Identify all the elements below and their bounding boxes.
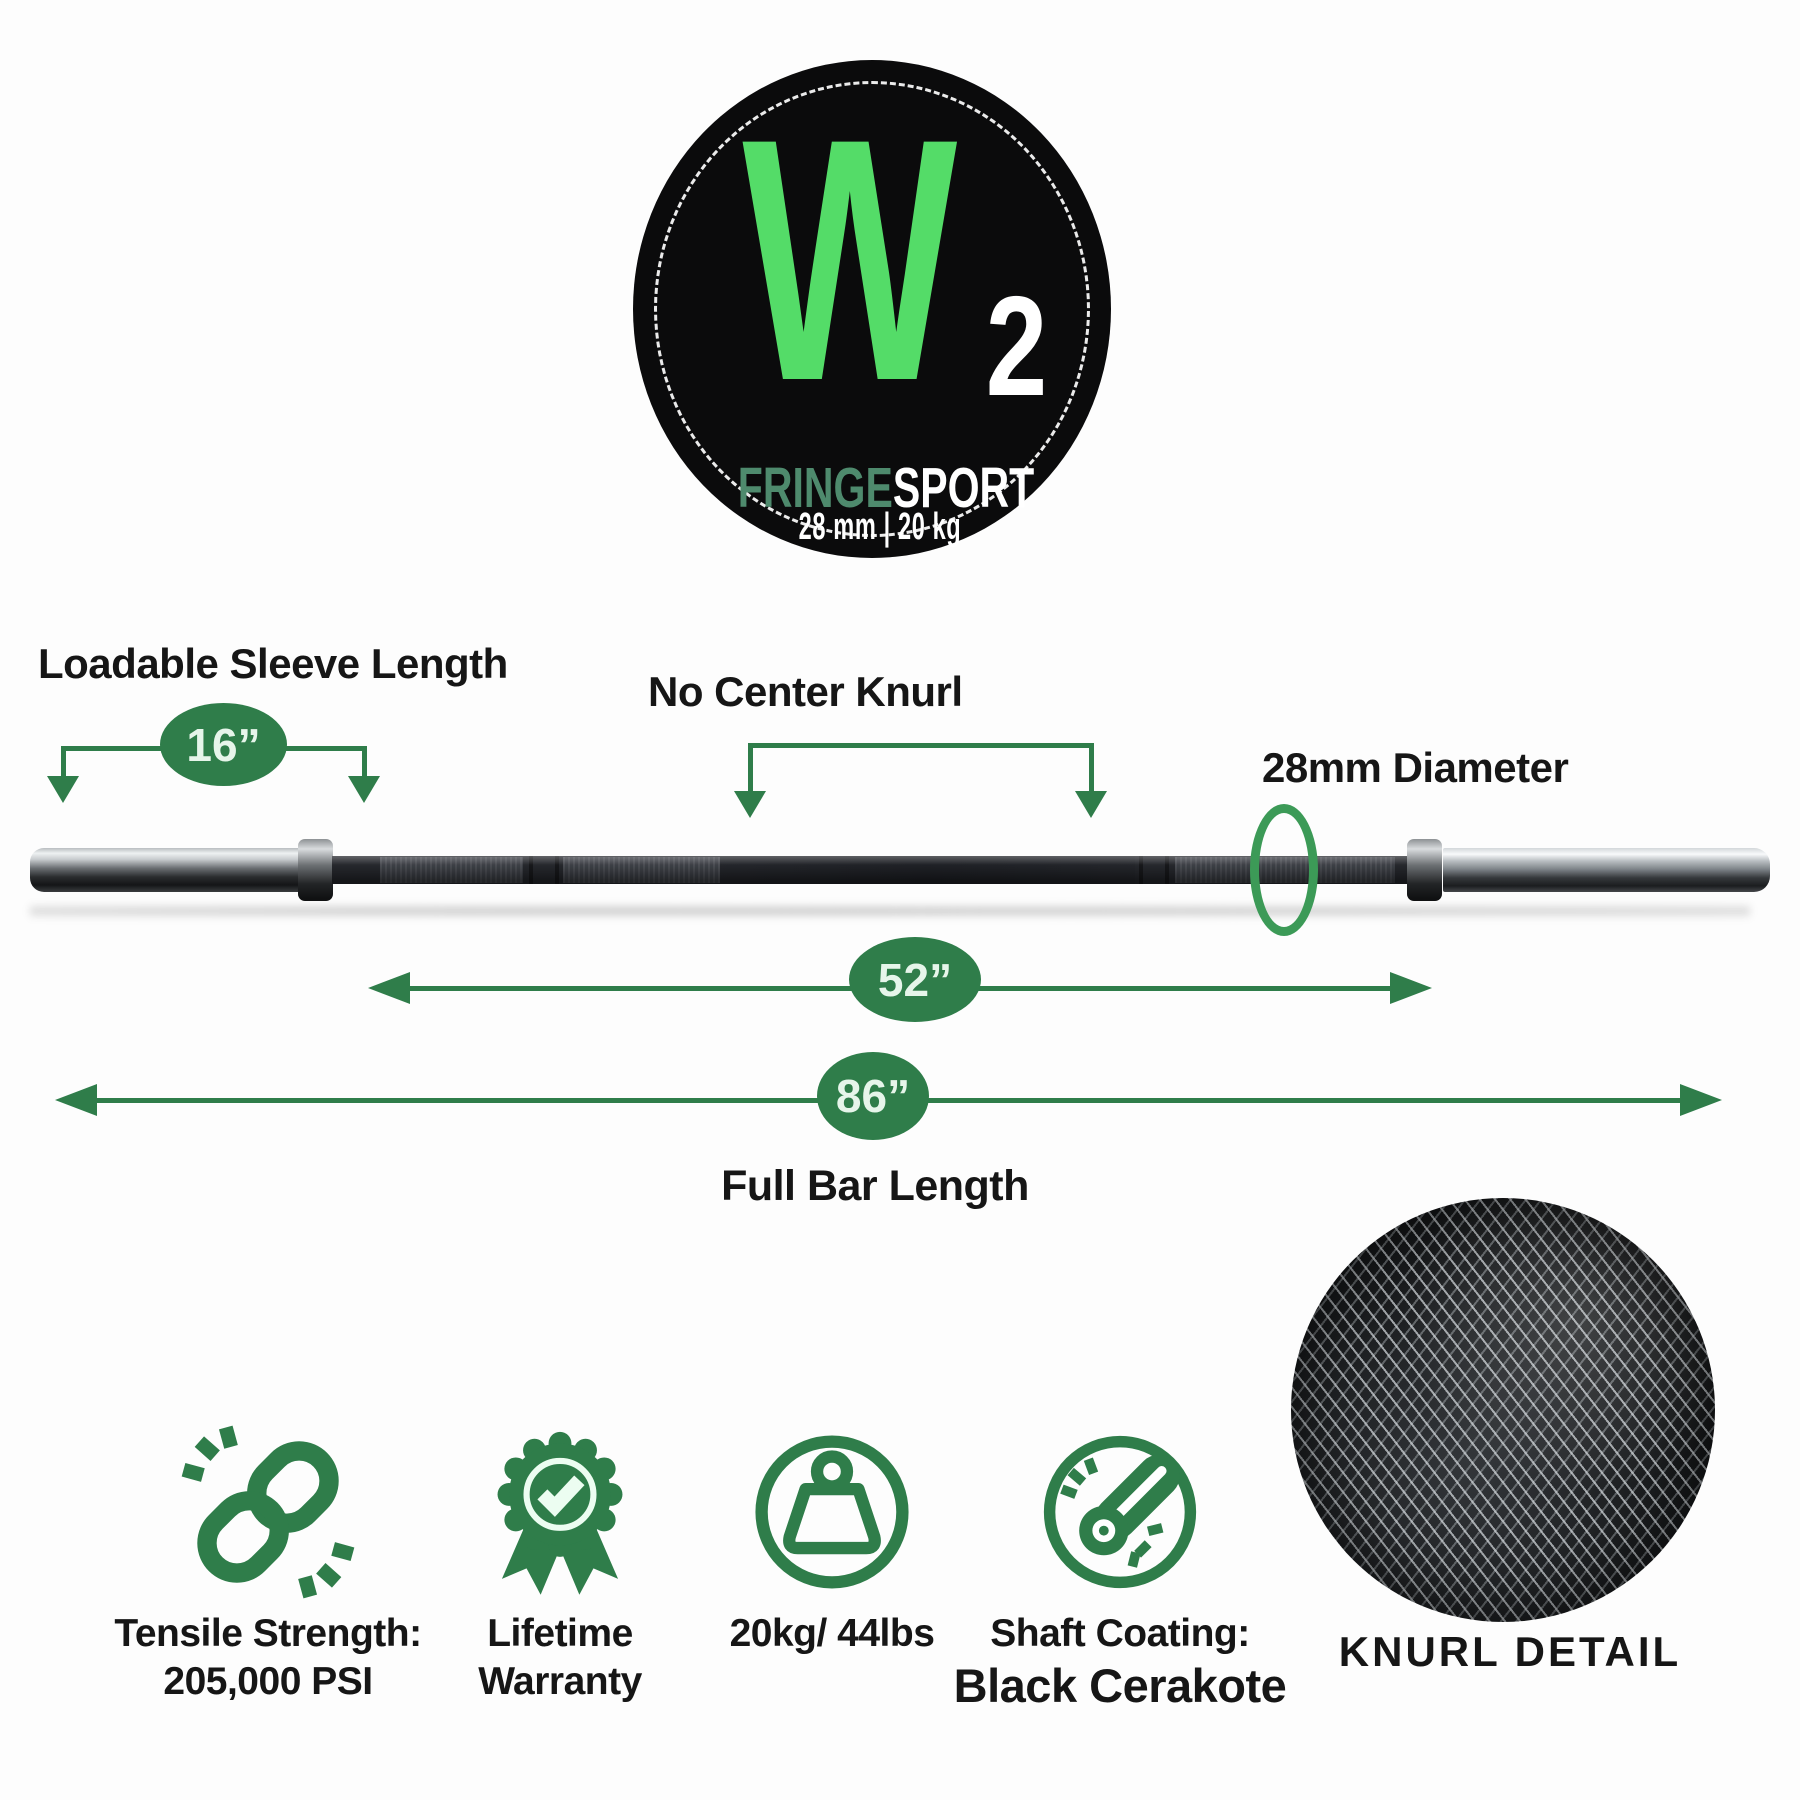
feature-line1: Lifetime xyxy=(487,1612,633,1655)
center-knurl-drop-left xyxy=(748,743,753,793)
down-arrow-icon xyxy=(348,776,380,803)
brand-wordmark-sport: SPORT xyxy=(892,456,1035,520)
sleeve-dim-badge: 16” xyxy=(160,703,287,786)
diameter-ring-marker xyxy=(1250,804,1318,936)
feature-lifetime-warranty: Lifetime Warranty xyxy=(370,1424,750,1704)
right-arrow-icon xyxy=(1390,972,1432,1004)
right-collar xyxy=(1407,839,1442,901)
logo-monogram: W 2 xyxy=(633,88,1111,433)
left-arrow-icon xyxy=(55,1084,97,1116)
feature-line2: 205,000 PSI xyxy=(163,1660,373,1703)
feature-line1: Shaft Coating: xyxy=(990,1612,1250,1655)
feature-line1: 20kg/ 44lbs xyxy=(729,1612,935,1655)
award-ribbon-icon xyxy=(497,1431,623,1595)
down-arrow-icon xyxy=(47,776,79,803)
knurl-detail-photo xyxy=(1291,1198,1715,1622)
brand-wordmark-fringe: FRINGE xyxy=(737,456,893,520)
center-knurl-bracket-line xyxy=(748,743,1094,748)
feature-tensile-strength: Tensile Strength: 205,000 PSI xyxy=(78,1424,458,1704)
left-sleeve xyxy=(30,848,300,892)
no-center-knurl-label: No Center Knurl xyxy=(648,668,963,715)
knurl-detail-caption: KNURL DETAIL xyxy=(1338,1628,1682,1675)
knurl-section xyxy=(380,857,523,883)
knurl-section xyxy=(563,857,720,883)
brand-logo-badge: W 2 FRINGESPORT 28 mm | 20 kg xyxy=(633,60,1111,558)
mid-dim-value: 52” xyxy=(877,953,953,1006)
shaft-coating-icon xyxy=(1043,1435,1197,1589)
ring-mark xyxy=(529,856,533,884)
feature-line2: Warranty xyxy=(478,1660,642,1703)
full-bar-length-label: Full Bar Length xyxy=(721,1162,1029,1210)
right-arrow-icon xyxy=(1680,1084,1722,1116)
dashed-ring-decoration xyxy=(654,81,1090,537)
feature-line1: Tensile Strength: xyxy=(114,1612,422,1655)
right-sleeve xyxy=(1443,848,1770,892)
smooth-center-section xyxy=(720,856,1135,884)
sleeve-dim-drop-right xyxy=(362,746,367,778)
center-knurl-drop-right xyxy=(1089,743,1094,793)
full-dim-value: 86” xyxy=(835,1070,911,1122)
full-dim-badge: 86” xyxy=(817,1052,929,1140)
down-arrow-icon xyxy=(734,791,766,818)
weight-icon xyxy=(755,1435,909,1589)
feature-line2: Black Cerakote xyxy=(953,1659,1287,1712)
left-collar xyxy=(298,839,333,901)
down-arrow-icon xyxy=(1075,791,1107,818)
bar-shaft xyxy=(332,856,1407,884)
mid-dim-badge: 52” xyxy=(849,937,981,1022)
logo-model-number: 2 xyxy=(986,267,1048,426)
sleeve-length-label: Loadable Sleeve Length xyxy=(38,640,508,687)
brand-wordmark: FRINGESPORT xyxy=(714,455,1058,521)
feature-shaft-coating: Shaft Coating: Black Cerakote xyxy=(930,1424,1310,1713)
logo-letter: W xyxy=(742,68,957,453)
left-arrow-icon xyxy=(368,972,410,1004)
feature-bar-weight: 20kg/ 44lbs xyxy=(642,1424,1022,1656)
sleeve-dim-drop-left xyxy=(61,746,66,778)
logo-spec-text: 28 mm | 20 kg xyxy=(798,506,962,548)
sleeve-dim-value: 16” xyxy=(186,718,261,771)
chain-link-icon xyxy=(181,1425,355,1599)
diameter-label: 28mm Diameter xyxy=(1262,744,1569,791)
ring-mark xyxy=(555,856,559,884)
bar-shadow xyxy=(30,902,1750,920)
ring-mark xyxy=(1139,856,1143,884)
ring-mark xyxy=(1165,856,1169,884)
